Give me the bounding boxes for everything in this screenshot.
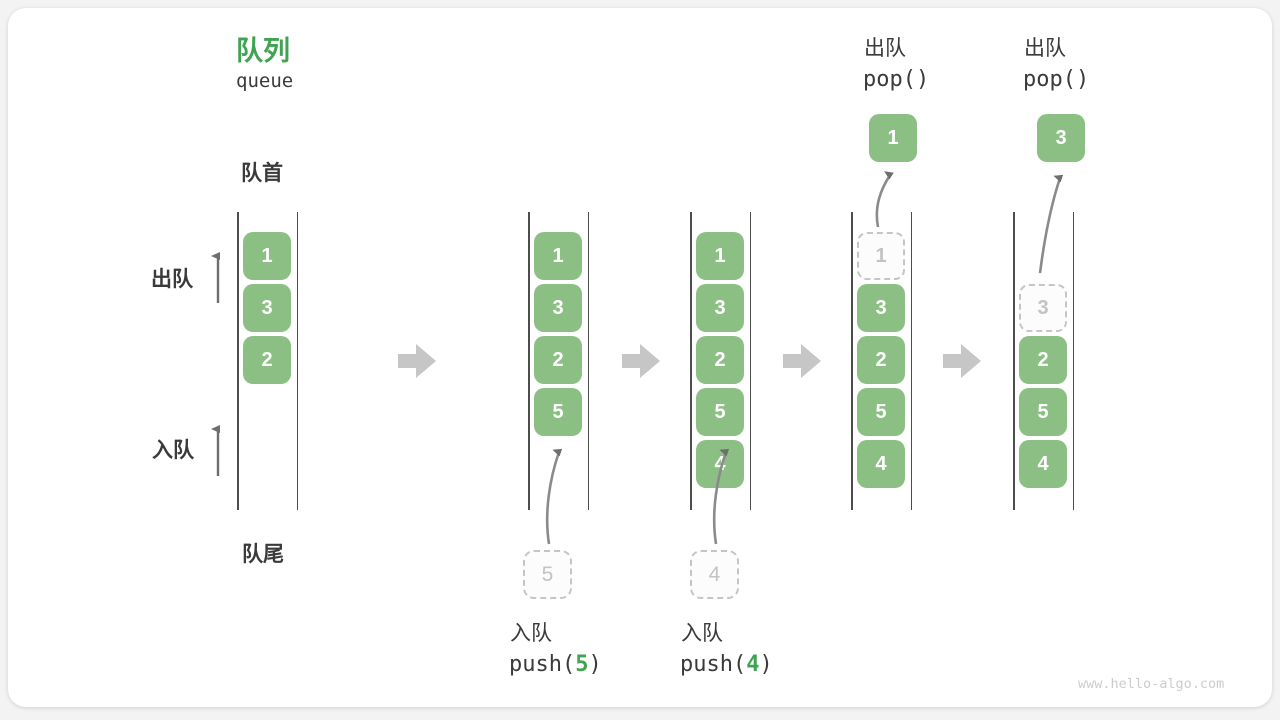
queue-item: 3 <box>696 284 744 332</box>
queue-wall-left <box>1013 212 1015 510</box>
code-push-5: push(5) <box>509 652 602 677</box>
diagram-subtitle: queue <box>236 70 294 92</box>
popped-value-box: 3 <box>1037 114 1085 162</box>
label-enqueue-side: 入队 <box>152 439 194 462</box>
queue-wall-left <box>528 212 530 510</box>
queue-item: 4 <box>696 440 744 488</box>
queue-state-3: 1 3 2 5 4 <box>690 212 751 510</box>
code-text: push( <box>680 652 747 677</box>
queue-item: 2 <box>243 336 291 384</box>
queue-item-removed: 1 <box>857 232 905 280</box>
label-queue-rear: 队尾 <box>242 543 284 566</box>
queue-state-2: 1 3 2 5 <box>528 212 589 510</box>
label-enqueue-op: 入队 <box>681 622 723 645</box>
code-pop-3: pop() <box>1023 67 1090 92</box>
queue-state-4: 1 3 2 5 4 <box>851 212 912 510</box>
queue-item-removed: 3 <box>1019 284 1067 332</box>
queue-state-1: 1 3 2 <box>237 212 298 510</box>
queue-item: 5 <box>696 388 744 436</box>
queue-wall-right <box>910 212 912 510</box>
label-enqueue-op: 入队 <box>510 622 552 645</box>
code-arg: 4 <box>746 652 760 677</box>
state-transition-arrow <box>783 344 821 378</box>
queue-item: 4 <box>1019 440 1067 488</box>
code-text: ) <box>588 652 602 677</box>
queue-wall-right <box>749 212 751 510</box>
state-transition-arrow <box>622 344 660 378</box>
queue-item: 5 <box>1019 388 1067 436</box>
code-text: ) <box>759 652 773 677</box>
queue-wall-left <box>690 212 692 510</box>
state-transition-arrow <box>943 344 981 378</box>
queue-wall-right <box>587 212 589 510</box>
queue-item: 2 <box>857 336 905 384</box>
popped-value-box: 1 <box>869 114 917 162</box>
queue-item: 2 <box>534 336 582 384</box>
queue-item: 5 <box>857 388 905 436</box>
queue-item: 5 <box>534 388 582 436</box>
label-queue-front: 队首 <box>241 162 283 185</box>
watermark: www.hello-algo.com <box>1078 676 1225 692</box>
queue-wall-left <box>237 212 239 510</box>
label-dequeue-op: 出队 <box>1024 37 1066 60</box>
state-transition-arrow <box>398 344 436 378</box>
queue-wall-right <box>296 212 298 510</box>
staged-value-box: 4 <box>690 550 739 599</box>
label-dequeue-op: 出队 <box>864 37 906 60</box>
queue-item: 1 <box>243 232 291 280</box>
queue-item: 1 <box>534 232 582 280</box>
staged-value-box: 5 <box>523 550 572 599</box>
queue-item: 2 <box>696 336 744 384</box>
diagram-title: 队列 <box>236 36 290 66</box>
code-push-4: push(4) <box>680 652 773 677</box>
queue-state-5: 3 2 5 4 <box>1013 212 1074 510</box>
queue-item: 3 <box>243 284 291 332</box>
queue-item: 1 <box>696 232 744 280</box>
queue-item: 4 <box>857 440 905 488</box>
code-text: push( <box>509 652 576 677</box>
queue-item: 2 <box>1019 336 1067 384</box>
code-arg: 5 <box>575 652 589 677</box>
code-pop-1: pop() <box>863 67 930 92</box>
queue-item: 3 <box>857 284 905 332</box>
label-dequeue-side: 出队 <box>151 268 193 291</box>
queue-wall-left <box>851 212 853 510</box>
queue-item: 3 <box>534 284 582 332</box>
queue-wall-right <box>1072 212 1074 510</box>
